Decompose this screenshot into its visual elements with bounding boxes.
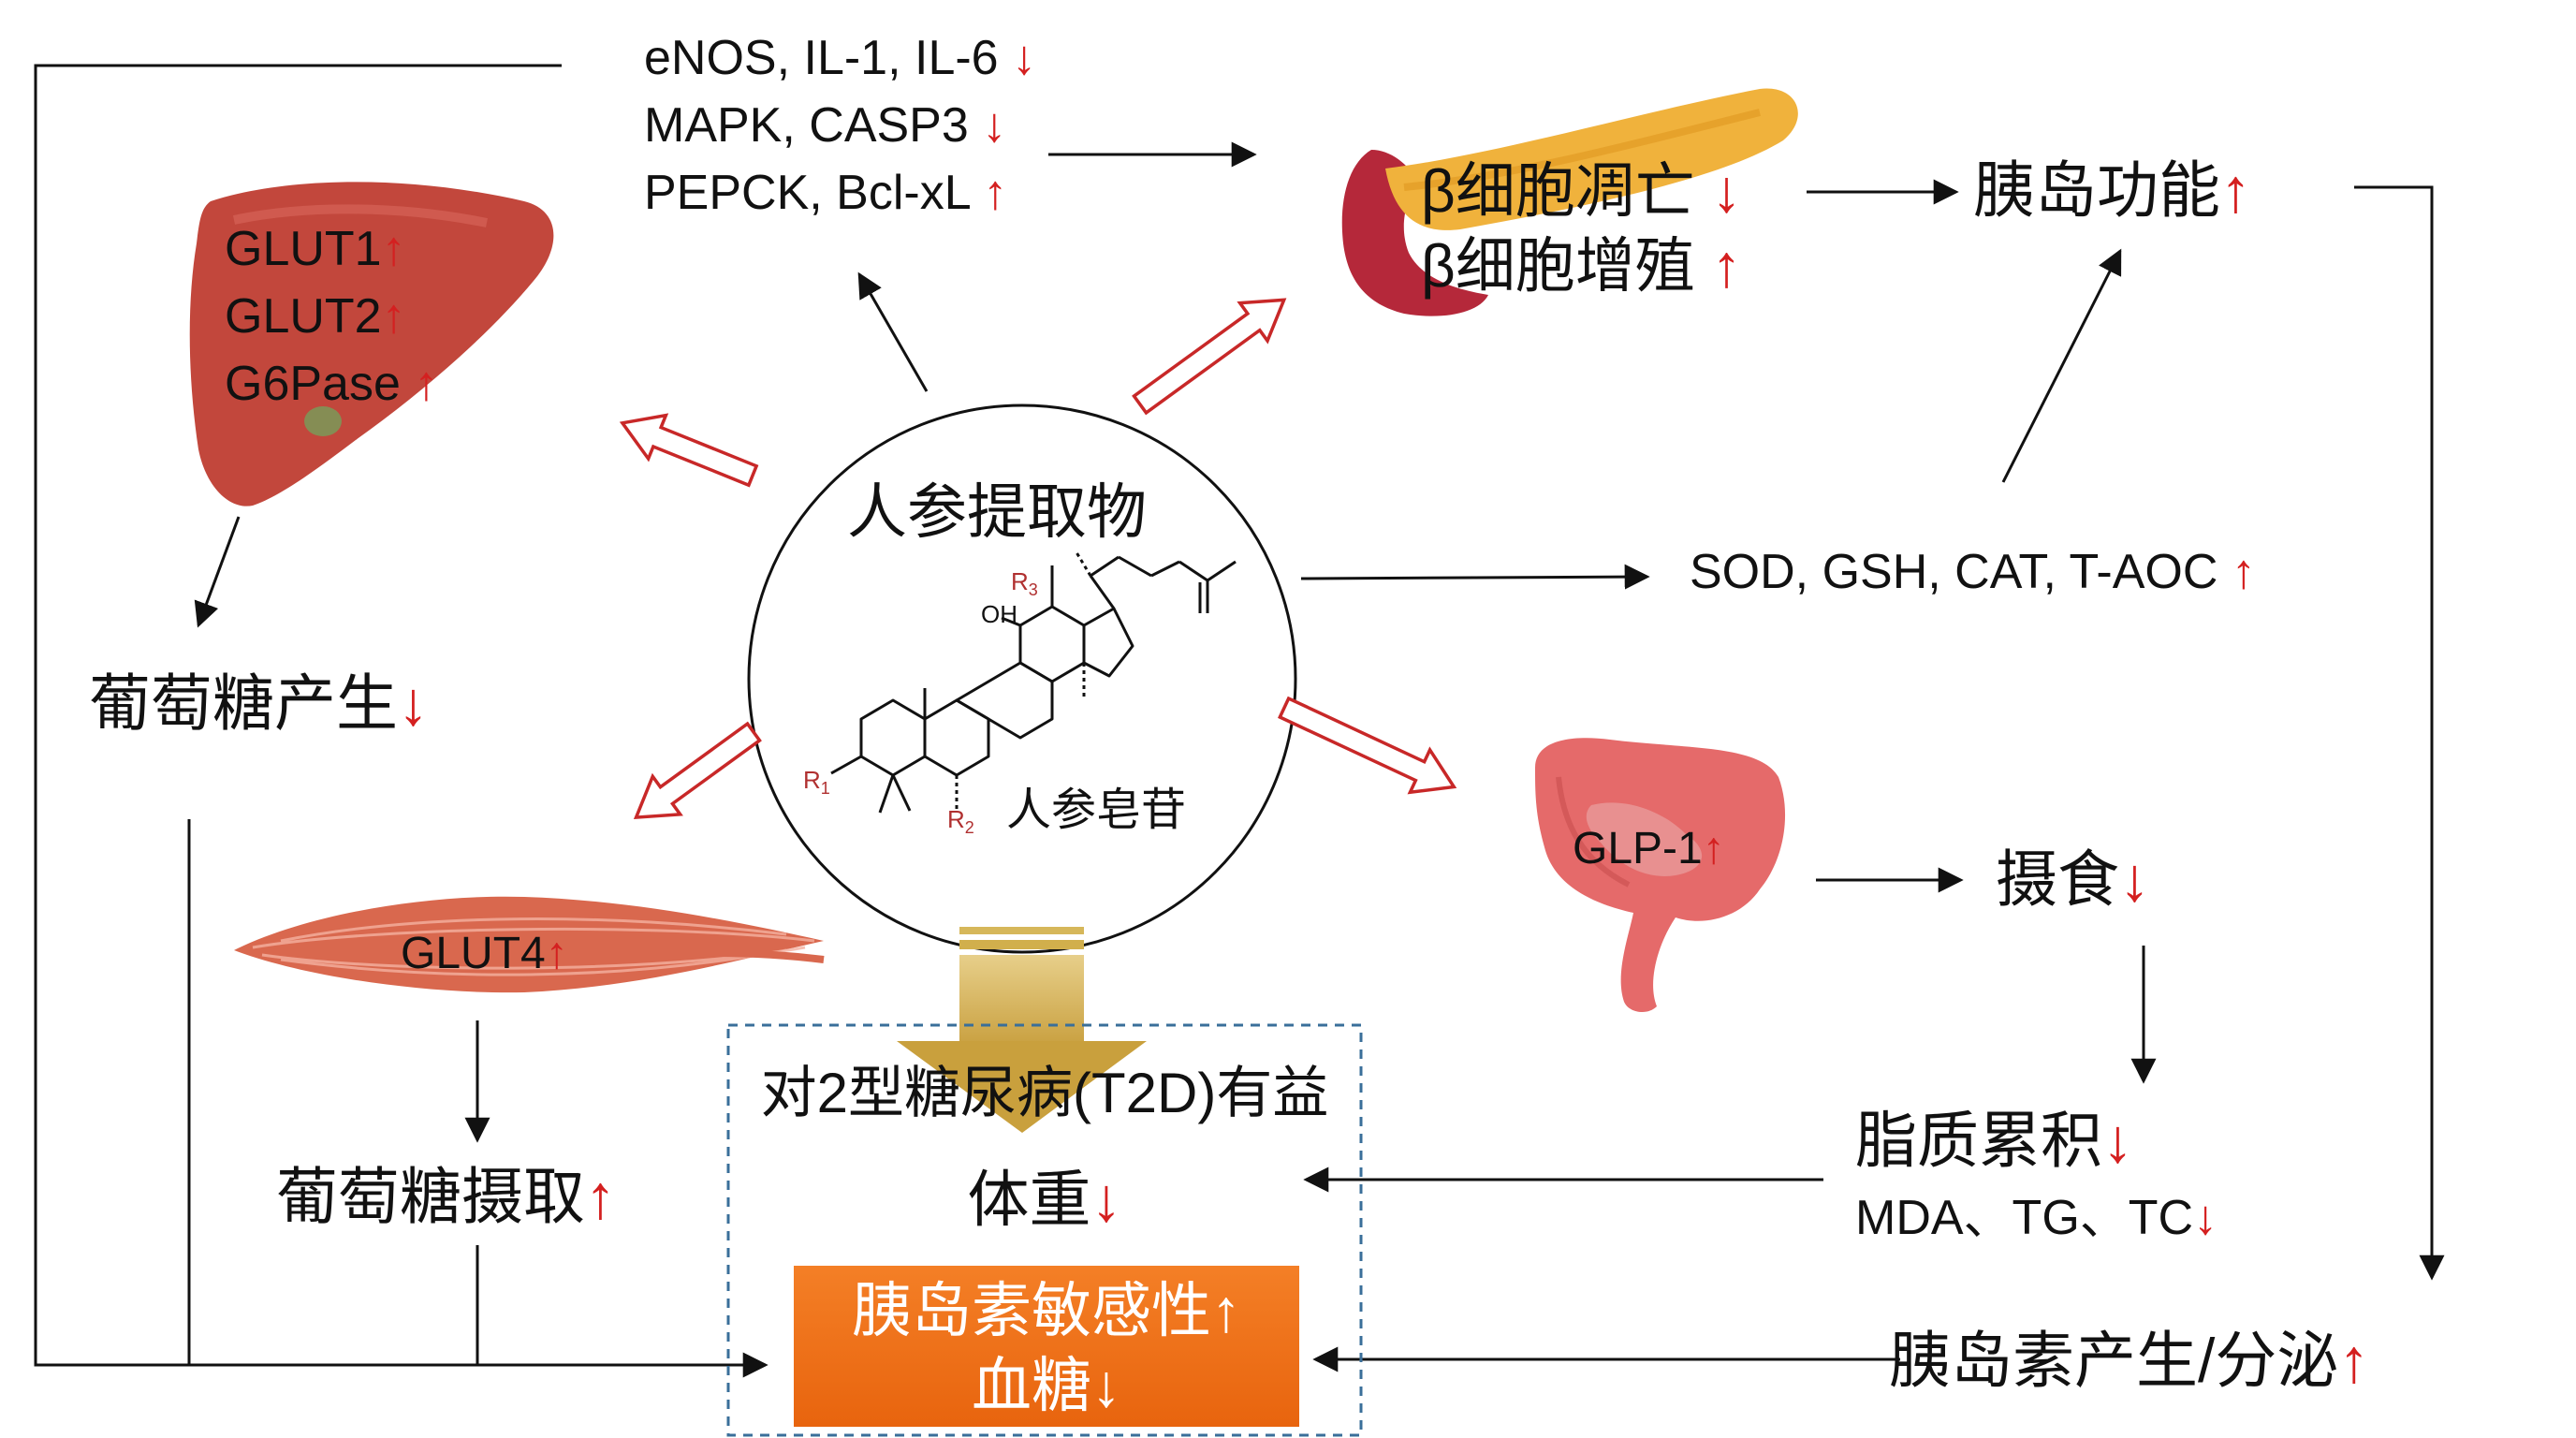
center-circle bbox=[747, 404, 1297, 954]
intestine-illustration bbox=[1535, 738, 1786, 1013]
oh-label: OH bbox=[981, 600, 1017, 628]
glucose-production-label: 葡萄糖产生↓ bbox=[89, 668, 429, 738]
food-intake-label: 摄食↓ bbox=[1996, 844, 2150, 914]
outcome-title: 对2型糖尿病(T2D)有益 bbox=[760, 1062, 1329, 1124]
antioxidant-label: SOD, GSH, CAT, T-AOC ↑ bbox=[1690, 545, 2256, 599]
up-arrow: ↑ bbox=[2220, 155, 2251, 225]
down-arrow: ↓ bbox=[2102, 1106, 2133, 1175]
pancreas-line-1: β细胞凋亡 ↓ bbox=[1421, 157, 1742, 225]
up-arrow: ↑ bbox=[2231, 545, 2256, 599]
muscle-illustration bbox=[234, 896, 825, 993]
down-arrow: ↓ bbox=[1090, 1165, 1122, 1234]
r2-label: R2 bbox=[947, 805, 974, 838]
pancreas-illustration bbox=[1341, 88, 1798, 316]
ginsenoside-structure bbox=[830, 551, 1237, 814]
up-arrow: ↑ bbox=[1702, 824, 1725, 873]
result-orange-box bbox=[794, 1266, 1299, 1427]
muscle-label: GLUT4↑ bbox=[401, 929, 568, 978]
down-arrow: ↓ bbox=[398, 668, 429, 738]
liver-line-2: GLUT2↑ bbox=[225, 289, 406, 344]
compound-label: 人参皂苷 bbox=[1006, 785, 1187, 835]
up-arrow: ↑ bbox=[983, 166, 1008, 220]
up-arrow: ↑ bbox=[545, 929, 568, 978]
up-arrow: ↑ bbox=[381, 289, 406, 344]
up-arrow: ↑ bbox=[1711, 232, 1742, 300]
r1-label: R1 bbox=[803, 766, 830, 799]
pancreas-line-2: β细胞增殖 ↑ bbox=[1421, 232, 1742, 300]
marker-line-3: PEPCK, Bcl-xL ↑ bbox=[644, 166, 1008, 220]
up-arrow: ↑ bbox=[381, 222, 406, 276]
marker-line-1: eNOS, IL-1, IL-6 ↓ bbox=[644, 31, 1037, 85]
down-arrow: ↓ bbox=[1012, 31, 1037, 85]
down-arrow: ↓ bbox=[2193, 1191, 2218, 1245]
down-arrow: ↓ bbox=[982, 98, 1007, 153]
insulin-secretion-label: 胰岛素产生/分泌↑ bbox=[1889, 1326, 2370, 1395]
up-arrow: ↑ bbox=[414, 357, 439, 411]
up-arrow: ↑ bbox=[585, 1162, 616, 1231]
islet-function-label: 胰岛功能↑ bbox=[1973, 155, 2251, 225]
r3-label: R3 bbox=[1011, 567, 1038, 600]
center-title: 人参提取物 bbox=[847, 478, 1147, 546]
down-arrow: ↓ bbox=[2119, 844, 2150, 914]
gold-down-arrow bbox=[897, 927, 1147, 1133]
marker-line-2: MAPK, CASP3 ↓ bbox=[644, 98, 1007, 153]
weight-label: 体重↓ bbox=[967, 1165, 1122, 1234]
liver-line-1: GLUT1↑ bbox=[225, 222, 406, 276]
insulin-sensitivity-label: 胰岛素敏感性↑ bbox=[852, 1277, 1241, 1344]
liver-illustration bbox=[189, 182, 554, 506]
down-arrow: ↓ bbox=[1711, 157, 1742, 225]
blood-glucose-label: 血糖↓ bbox=[972, 1352, 1121, 1419]
lipid-label: 脂质累积↓ bbox=[1855, 1106, 2133, 1175]
hollow-red-arrows bbox=[619, 298, 1457, 820]
liver-line-3: G6Pase ↑ bbox=[225, 357, 439, 411]
up-arrow: ↑ bbox=[2338, 1326, 2370, 1395]
glucose-uptake-label: 葡萄糖摄取↑ bbox=[276, 1162, 616, 1231]
lipid-markers: MDA、TG、TC↓ bbox=[1855, 1191, 2218, 1245]
connector-arrows bbox=[34, 64, 2445, 1378]
gut-label: GLP-1↑ bbox=[1573, 824, 1725, 873]
